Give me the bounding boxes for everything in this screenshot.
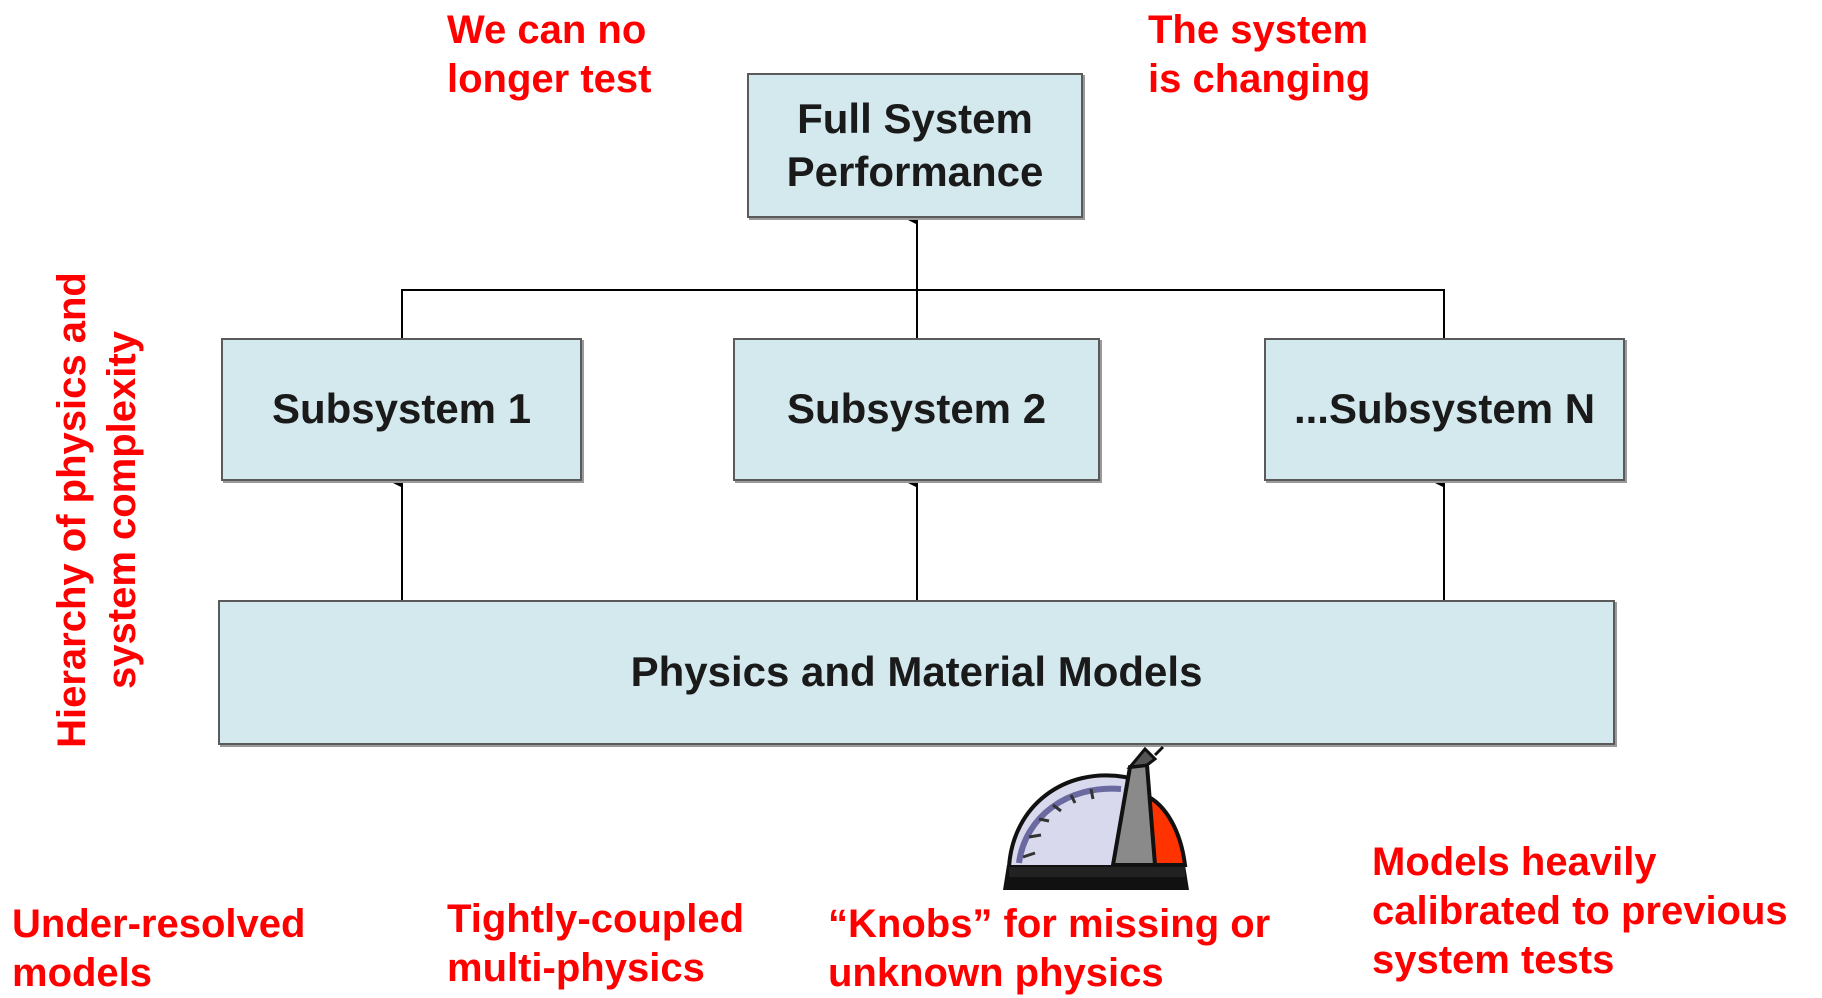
annotation-top-left-line-2: longer test bbox=[447, 57, 652, 102]
annotation-tightly-coupled-line-2: multi-physics bbox=[447, 946, 705, 991]
subsystem-n-box: ...Subsystem N bbox=[1264, 338, 1625, 481]
subsystem-1-label: Subsystem 1 bbox=[271, 385, 532, 433]
annotation-vertical: Hierarchy of physics and system complexi… bbox=[25, 250, 170, 770]
full-system-box: Full System Performance bbox=[747, 73, 1083, 218]
annotation-under-resolved-line-1: Under-resolved bbox=[12, 902, 306, 946]
annotation-top-left-line-1: We can no bbox=[447, 8, 647, 52]
annotation-models-calibrated-line-2: calibrated to previous bbox=[1372, 889, 1788, 934]
annotation-top-left: We can no longer test bbox=[447, 6, 651, 104]
annotation-top-right-line-2: is changing bbox=[1148, 57, 1371, 102]
gauge-knob-icon bbox=[1003, 745, 1189, 890]
subsystem-2-label: Subsystem 2 bbox=[786, 385, 1047, 433]
annotation-knobs-line-2: unknown physics bbox=[828, 951, 1164, 996]
connector-bracket bbox=[401, 289, 1445, 338]
full-system-label-line-1: Full System bbox=[797, 95, 1033, 142]
annotation-under-resolved-line-2: models bbox=[12, 951, 153, 996]
annotation-vertical-line-2: system complexity bbox=[99, 331, 144, 689]
annotation-models-calibrated-line-1: Models heavily bbox=[1372, 840, 1657, 884]
annotation-models-calibrated-line-3: system tests bbox=[1372, 938, 1615, 983]
annotation-vertical-line-1: Hierarchy of physics and bbox=[50, 272, 95, 748]
annotation-knobs-line-1: “Knobs” for missing or bbox=[828, 902, 1271, 946]
subsystem-1-box: Subsystem 1 bbox=[221, 338, 582, 481]
full-system-label-line-2: Performance bbox=[786, 147, 1044, 195]
annotation-under-resolved: Under-resolved models bbox=[12, 900, 305, 998]
annotation-tightly-coupled-line-1: Tightly-coupled bbox=[447, 897, 745, 941]
annotation-top-right-line-1: The system bbox=[1148, 8, 1369, 52]
subsystem-2-box: Subsystem 2 bbox=[733, 338, 1100, 481]
physics-models-label: Physics and Material Models bbox=[630, 648, 1203, 696]
annotation-models-calibrated: Models heavily calibrated to previous sy… bbox=[1372, 838, 1788, 986]
subsystem-n-label: ...Subsystem N bbox=[1293, 385, 1596, 433]
annotation-top-right: The system is changing bbox=[1148, 6, 1370, 104]
annotation-knobs: “Knobs” for missing or unknown physics bbox=[828, 900, 1270, 998]
physics-models-box: Physics and Material Models bbox=[218, 600, 1615, 745]
annotation-tightly-coupled: Tightly-coupled multi-physics bbox=[447, 895, 744, 993]
